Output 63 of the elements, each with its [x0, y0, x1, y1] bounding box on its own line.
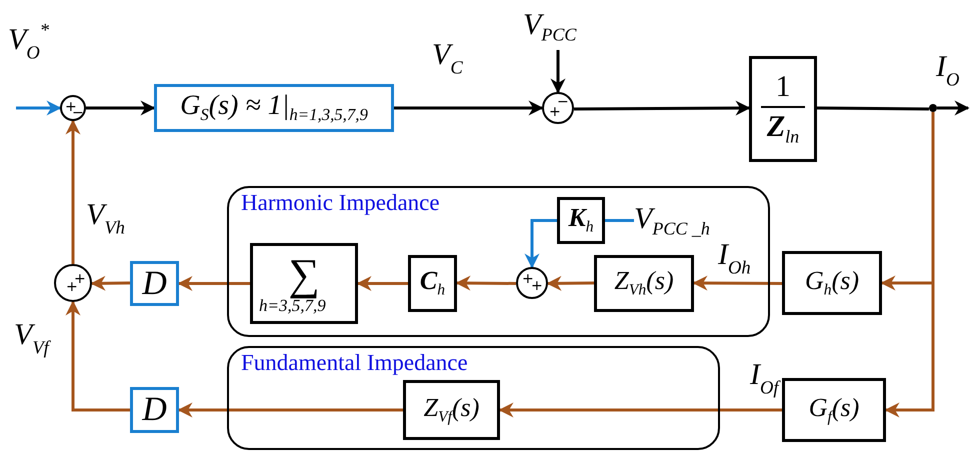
signal-arrow — [394, 100, 544, 116]
signal-arrow — [524, 219, 557, 268]
signal-label: I$_{Oh}$ — [718, 240, 751, 278]
block-label: D — [142, 393, 167, 427]
block-label: 1 — [776, 72, 790, 102]
group-title: Fundamental Impedance — [241, 350, 468, 376]
transfer-function-block — [154, 84, 394, 132]
transfer-function-block — [408, 255, 457, 312]
signal-label: V$_{Vh}$ — [86, 200, 125, 238]
junction-dot — [929, 104, 937, 112]
signal-label-text: V$_{PCC}$ — [523, 10, 576, 44]
transfer-function-block — [782, 251, 882, 315]
signal-line — [816, 106, 930, 110]
signal-arrow — [90, 276, 130, 291]
signal-arrow — [574, 100, 750, 116]
summation-range: h=3,5,7,9 — [259, 297, 326, 314]
signal-arrow — [178, 402, 403, 418]
signal-arrow — [546, 276, 594, 291]
signal-arrow — [550, 50, 566, 94]
block-label: G$_{f}$(s) — [808, 394, 860, 426]
transfer-function-block — [782, 378, 886, 442]
block-label: G$_{h}$(s) — [804, 268, 859, 298]
signal-arrow — [86, 100, 156, 116]
signal-arrow — [456, 276, 516, 291]
signal-arrow — [692, 276, 782, 291]
signal-label: I$_{O}$ — [936, 52, 960, 90]
signal-arrow — [356, 276, 408, 291]
summing-junction — [54, 264, 92, 302]
signal-label: V$_{Vf}$ — [14, 320, 49, 358]
transfer-function-block — [594, 255, 694, 312]
sign-label: + — [522, 272, 534, 286]
sign-label: + — [531, 279, 543, 293]
signal-arrow — [16, 100, 62, 116]
group-panel — [227, 346, 720, 450]
transfer-function-block — [403, 380, 500, 440]
block-label: G$_{S}$(s) ≈ 1|$_{h=1,3,5,7,9}$ — [180, 92, 368, 124]
signal-arrow — [937, 100, 970, 116]
block-label: Z$_{ln}$ — [766, 112, 800, 146]
summation-symbol: ∑ — [288, 253, 320, 297]
block-label: C$_{h}$ — [420, 268, 446, 299]
signal-line — [605, 219, 634, 222]
block-label: Z$_{Vh}$(s) — [614, 268, 674, 299]
block-label: K$_{h}$ — [568, 205, 594, 236]
signal-label: V$_{C}$ — [432, 40, 463, 78]
signal-arrow — [178, 276, 250, 291]
group-panel — [227, 186, 770, 337]
summing-junction — [516, 267, 548, 299]
block-label: Z$_{Vf}$(s) — [424, 394, 480, 426]
transfer-function-block — [130, 387, 179, 433]
block-label: D — [142, 266, 167, 300]
signal-arrow — [66, 300, 130, 412]
signal-arrow — [66, 120, 80, 264]
signal-label-text: V$_{PCC _h}$ — [634, 204, 710, 238]
signal-arrow — [884, 112, 934, 418]
summation-block — [250, 243, 358, 324]
transfer-function-block — [130, 261, 179, 306]
signal-arrow — [498, 402, 782, 418]
transfer-function-block — [749, 56, 817, 162]
summing-junction — [542, 92, 574, 124]
group-title: Harmonic Impedance — [241, 190, 440, 216]
transfer-function-block — [557, 197, 605, 244]
signal-label: I$_{Of}$ — [750, 360, 779, 398]
summing-junction — [60, 95, 86, 121]
